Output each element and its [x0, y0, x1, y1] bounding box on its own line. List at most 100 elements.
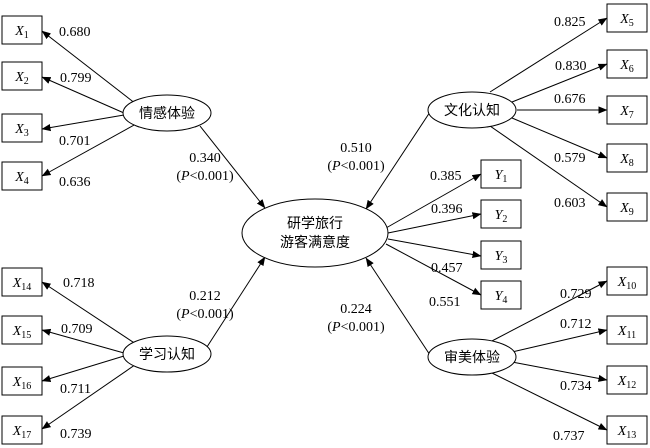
- indicator-x15-sub: 15: [21, 330, 31, 341]
- path-emotion-p-rest: <0.001: [190, 169, 229, 184]
- svg-text:(P<0.001): (P<0.001): [176, 169, 234, 184]
- svg-text:X2: X2: [14, 70, 29, 87]
- construct-emotion: 情感体验: [122, 94, 212, 132]
- svg-text:X10: X10: [617, 275, 637, 292]
- indicator-x10-letter: X: [617, 275, 627, 290]
- indicator-x2-letter: X: [14, 70, 24, 85]
- edge-culture-x8: [511, 117, 608, 159]
- path-culture-p-letter: P: [331, 159, 341, 174]
- indicator-x10-sub: 10: [626, 281, 636, 292]
- edge-learning-x16: [41, 355, 125, 382]
- construct-aesthetic: 审美体验: [427, 338, 517, 376]
- path-label-culture: 0.510 (P<0.001): [327, 141, 385, 174]
- indicator-x11-sub: 11: [626, 330, 636, 341]
- edge-center-y4: [385, 243, 482, 296]
- svg-text:X7: X7: [619, 104, 634, 121]
- indicator-x5: X5: [606, 3, 648, 33]
- construct-learning-label: 学习认知: [139, 346, 195, 363]
- svg-text:(P<0.001): (P<0.001): [176, 307, 234, 322]
- path-aesthetic-p-rest: <0.001: [341, 320, 380, 335]
- indicator-y4-letter: Y: [495, 289, 505, 304]
- svg-text:X3: X3: [14, 122, 29, 139]
- path-learning-p-rest: <0.001: [190, 307, 229, 322]
- edge-emotion-x1: [41, 30, 146, 112]
- loading-x15: 0.709: [61, 322, 93, 337]
- indicator-x6: X6: [606, 49, 648, 79]
- center-label-line1: 研学旅行: [287, 216, 343, 232]
- indicator-x5-letter: X: [619, 12, 629, 27]
- loading-x12: 0.734: [560, 379, 592, 394]
- svg-text:X13: X13: [617, 424, 637, 441]
- loading-x10: 0.729: [560, 287, 592, 302]
- indicator-x17: X17: [1, 415, 43, 445]
- path-emotion-coef: 0.340: [189, 151, 221, 166]
- indicator-x14-letter: X: [12, 276, 22, 291]
- indicator-y2-letter: Y: [495, 208, 505, 223]
- edge-center-y1: [385, 173, 482, 229]
- svg-text:X9: X9: [619, 201, 634, 218]
- indicator-x15-letter: X: [12, 324, 22, 339]
- construct-aesthetic-label: 审美体验: [444, 350, 500, 366]
- indicator-y3: Y3: [480, 240, 522, 270]
- path-culture-coef: 0.510: [340, 141, 372, 156]
- indicator-x11: X11: [606, 315, 648, 345]
- svg-text:X4: X4: [14, 170, 29, 187]
- construct-center: 研学旅行 游客满意度: [241, 198, 389, 268]
- indicator-x9: X9: [606, 192, 648, 222]
- edge-aesthetic-x11: [511, 328, 608, 353]
- svg-text:X6: X6: [619, 58, 634, 75]
- loading-x5: 0.825: [554, 15, 586, 30]
- svg-text:Y2: Y2: [495, 208, 508, 225]
- edge-learning-x14: [41, 281, 146, 351]
- indicator-x3-letter: X: [14, 122, 24, 137]
- indicator-x9-letter: X: [619, 201, 629, 216]
- loading-x7: 0.676: [554, 92, 586, 107]
- svg-text:(P<0.001): (P<0.001): [327, 320, 385, 335]
- path-learning-coef: 0.212: [189, 289, 221, 304]
- indicator-x17-letter: X: [12, 424, 22, 439]
- indicator-y2: Y2: [480, 199, 522, 229]
- edge-learning-center: [204, 256, 266, 351]
- edge-learning-x15: [41, 328, 125, 354]
- construct-culture: 文化认知: [427, 91, 517, 129]
- indicator-y3-letter: Y: [495, 249, 505, 264]
- path-emotion-p-letter: P: [180, 169, 190, 184]
- indicator-x15: X15: [1, 315, 43, 345]
- indicator-y4: Y4: [480, 280, 522, 310]
- path-aesthetic-coef: 0.224: [340, 302, 372, 317]
- loading-x13: 0.737: [553, 429, 585, 444]
- indicator-x3-sub: 3: [24, 128, 29, 139]
- svg-text:X15: X15: [12, 324, 32, 341]
- loading-x2: 0.799: [60, 71, 92, 86]
- path-culture-p-rest: <0.001: [341, 159, 380, 174]
- svg-text:X14: X14: [12, 276, 32, 293]
- edge-emotion-center: [199, 125, 266, 209]
- indicator-x14-sub: 14: [21, 282, 31, 293]
- indicator-x16-letter: X: [12, 375, 22, 390]
- indicator-x13-letter: X: [617, 424, 627, 439]
- svg-text:Y3: Y3: [495, 249, 508, 266]
- indicator-x9-sub: 9: [629, 207, 634, 218]
- path-label-aesthetic: 0.224 (P<0.001): [327, 302, 385, 335]
- indicator-x8-sub: 8: [629, 158, 634, 169]
- loading-x6: 0.830: [555, 59, 587, 74]
- edge-emotion-x2: [41, 76, 125, 114]
- loading-x4: 0.636: [59, 175, 91, 190]
- indicator-x7-letter: X: [619, 104, 629, 119]
- indicator-y1-letter: Y: [495, 168, 505, 183]
- edge-emotion-x4: [41, 118, 146, 177]
- indicator-x4: X4: [1, 161, 43, 191]
- indicator-x1: X1: [1, 15, 43, 45]
- indicator-x11-letter: X: [617, 324, 627, 339]
- indicator-x3: X3: [1, 113, 43, 143]
- indicator-x10: X10: [606, 266, 648, 296]
- loading-x14: 0.718: [63, 276, 95, 291]
- svg-text:Y4: Y4: [495, 289, 508, 306]
- loading-y3: 0.457: [431, 261, 463, 276]
- path-label-learning: 0.212 (P<0.001): [176, 289, 234, 322]
- indicator-x13: X13: [606, 415, 648, 445]
- svg-text:X8: X8: [619, 152, 634, 169]
- svg-text:X17: X17: [12, 424, 32, 441]
- edge-culture-x5: [489, 17, 608, 93]
- indicator-y4-sub: 4: [502, 295, 507, 306]
